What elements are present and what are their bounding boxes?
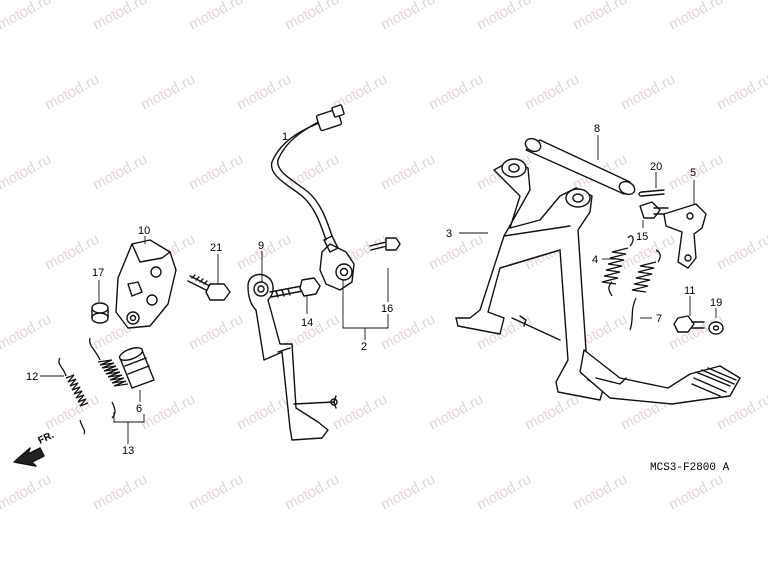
callout-20: 20 [650,161,662,173]
watermark-text-12: motod.ru [426,71,486,114]
watermark-text-10: motod.ru [234,71,294,114]
bolt-11-part [673,315,705,333]
direction-label: FR. [36,430,55,447]
callout-8: 8 [594,123,600,135]
spring-7-part [629,249,661,331]
collar-part [91,302,109,324]
callout-16: 16 [381,303,393,315]
watermark-text-3: motod.ru [282,0,342,34]
leader-lines [40,135,717,444]
watermark-text-32: motod.ru [0,311,54,354]
watermark-text-54: motod.ru [570,471,630,514]
callout-17: 17 [92,267,104,279]
watermark-text-52: motod.ru [378,471,438,514]
side-stand-switch-part [270,104,355,291]
watermark-text-2: motod.ru [186,0,246,34]
callout-12: 12 [26,371,38,383]
watermark-text-1: motod.ru [90,0,150,34]
watermark-text-44: motod.ru [426,391,486,434]
callout-1: 1 [282,131,288,143]
front-direction-arrow: FR. [13,430,56,467]
drawing-code: MCS3-F2800 A [650,462,730,474]
callout-14: 14 [301,317,313,329]
watermark-text-5: motod.ru [474,0,534,34]
watermark-text-13: motod.ru [522,71,582,114]
watermark-text-36: motod.ru [378,311,438,354]
cotter-pin-part [638,189,665,197]
bracket-part [115,239,177,329]
bolt-15-part [639,201,669,219]
callout-13: 13 [122,445,134,457]
watermark-layer: motod.ru motod.ru motod.ru motod.ru motod.ru… [0,0,768,514]
callout-21: 21 [210,242,222,254]
callout-19: 19 [710,297,722,309]
rubber-sleeve-part [118,347,155,389]
watermark-text-18: motod.ru [186,151,246,194]
watermark-text-9: motod.ru [138,71,198,114]
watermark-text-50: motod.ru [186,471,246,514]
watermark-text-28: motod.ru [426,231,486,274]
bolt-14-part [269,277,321,298]
watermark-text-26: motod.ru [234,231,294,274]
watermark-text-45: motod.ru [522,391,582,434]
callout-2: 2 [361,341,367,353]
watermark-text-41: motod.ru [138,391,198,434]
watermark-text-34: motod.ru [186,311,246,354]
watermark-text-51: motod.ru [282,471,342,514]
washer-part [708,321,724,335]
watermark-text-15: motod.ru [714,71,768,114]
watermark-text-7: motod.ru [666,0,726,34]
callouts: 1 2 3 4 5 6 7 8 9 10 11 12 13 14 15 16 1… [26,123,722,457]
callout-3: 3 [446,228,452,240]
callout-9: 9 [258,240,264,252]
bolt-21-part [187,274,231,301]
watermark-text-43: motod.ru [330,391,390,434]
callout-15: 15 [636,231,648,243]
callout-10: 10 [138,225,150,237]
callout-7: 7 [656,313,662,325]
side-stand-part [247,273,338,441]
callout-5: 5 [690,167,696,179]
watermark-text-14: motod.ru [618,71,678,114]
watermark-text-0: motod.ru [0,0,54,34]
watermark-text-55: motod.ru [666,471,726,514]
callout-4: 4 [592,254,598,266]
watermark-text-17: motod.ru [90,151,150,194]
watermark-text-48: motod.ru [0,471,54,514]
plate-bracket-part [663,203,707,269]
callout-11: 11 [684,285,695,297]
watermark-text-20: motod.ru [378,151,438,194]
watermark-text-8: motod.ru [42,71,102,114]
watermark-text-16: motod.ru [0,151,54,194]
watermark-text-31: motod.ru [714,231,768,274]
spring-4-part [601,235,634,297]
watermark-text-49: motod.ru [90,471,150,514]
shaft-part [524,137,636,196]
screw-16-part [369,237,401,251]
watermark-text-40: motod.ru [42,391,102,434]
main-stand-part [455,158,741,405]
watermark-text-53: motod.ru [474,471,534,514]
callout-6: 6 [136,403,142,415]
watermark-text-42: motod.ru [234,391,294,434]
watermark-text-4: motod.ru [378,0,438,34]
watermark-text-6: motod.ru [570,0,630,34]
spring-13-part [89,337,129,419]
spring-12-part [58,357,89,435]
